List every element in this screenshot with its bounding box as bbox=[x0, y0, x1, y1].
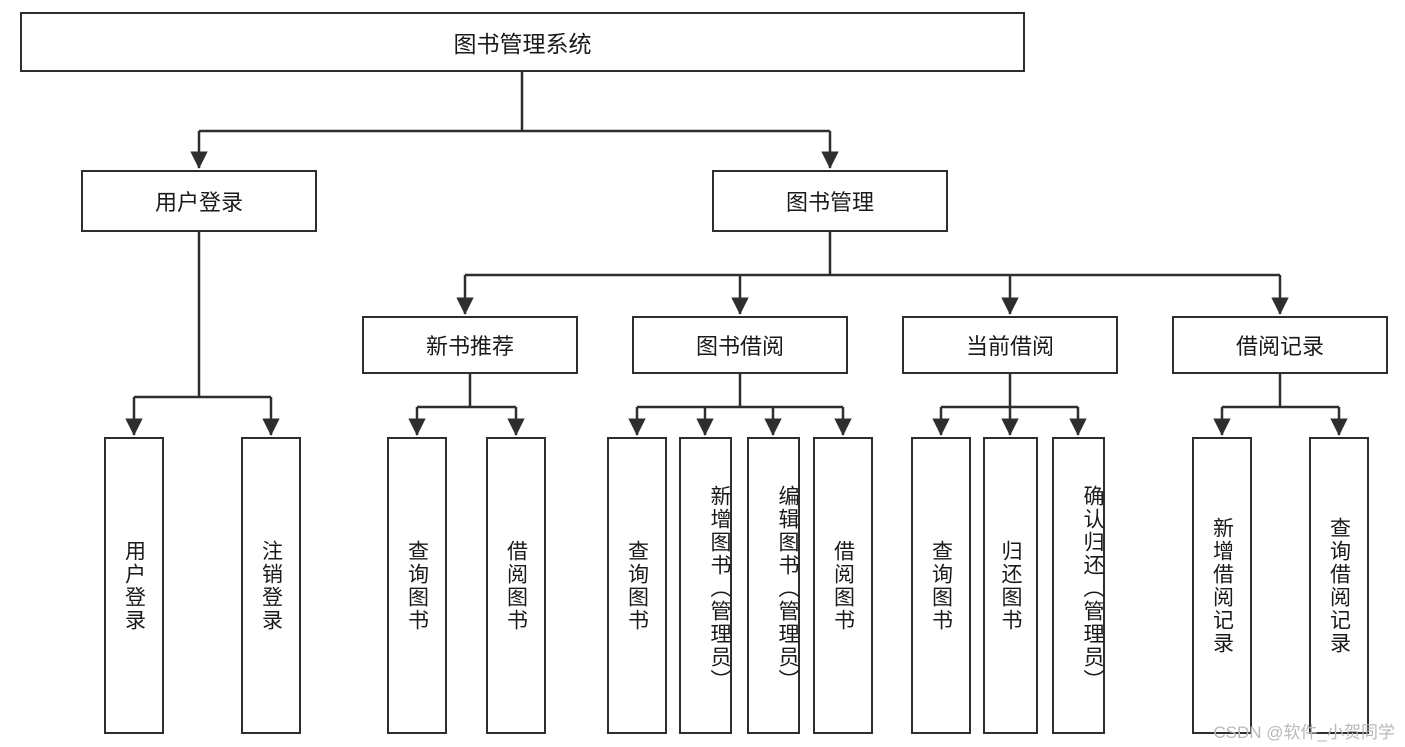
node-leaf-query-record[interactable]: 查询借阅记录 bbox=[1309, 437, 1369, 734]
node-leaf-user-login[interactable]: 用户登录 bbox=[104, 437, 164, 734]
node-root-label: 图书管理系统 bbox=[453, 31, 592, 57]
node-leaf-query-record-label: 查询借阅记录 bbox=[1327, 516, 1351, 655]
node-leaf-query-book-1[interactable]: 查询图书 bbox=[387, 437, 447, 734]
node-leaf-confirm-return-label: 确认归还（管理员） bbox=[1081, 485, 1104, 692]
node-current-borrow[interactable]: 当前借阅 bbox=[902, 316, 1118, 374]
node-borrow-record-label: 借阅记录 bbox=[1235, 334, 1324, 359]
node-leaf-edit-book[interactable]: 编辑图书（管理员） bbox=[747, 437, 800, 734]
node-user-login-label: 用户登录 bbox=[154, 190, 243, 215]
node-leaf-query-book-3-label: 查询图书 bbox=[929, 539, 953, 632]
node-leaf-add-book-label: 新增图书（管理员） bbox=[708, 485, 731, 692]
watermark: CSDN @软件_小贺同学 bbox=[1213, 723, 1395, 742]
node-leaf-add-book[interactable]: 新增图书（管理员） bbox=[679, 437, 732, 734]
node-leaf-return-book[interactable]: 归还图书 bbox=[983, 437, 1038, 734]
node-leaf-confirm-return[interactable]: 确认归还（管理员） bbox=[1052, 437, 1105, 734]
node-leaf-query-book-2[interactable]: 查询图书 bbox=[607, 437, 667, 734]
node-user-login[interactable]: 用户登录 bbox=[81, 170, 317, 232]
node-leaf-query-book-1-label: 查询图书 bbox=[405, 539, 429, 632]
node-new-book-recommend[interactable]: 新书推荐 bbox=[362, 316, 578, 374]
node-root[interactable]: 图书管理系统 bbox=[20, 12, 1025, 72]
node-leaf-borrow-book-1-label: 借阅图书 bbox=[504, 539, 528, 632]
node-current-borrow-label: 当前借阅 bbox=[965, 334, 1054, 359]
node-leaf-query-book-2-label: 查询图书 bbox=[625, 539, 649, 632]
node-leaf-add-record-label: 新增借阅记录 bbox=[1210, 516, 1234, 655]
node-leaf-return-book-label: 归还图书 bbox=[999, 539, 1022, 632]
node-new-book-recommend-label: 新书推荐 bbox=[425, 334, 514, 359]
node-leaf-add-record[interactable]: 新增借阅记录 bbox=[1192, 437, 1252, 734]
node-leaf-user-login-label: 用户登录 bbox=[122, 539, 146, 632]
node-leaf-borrow-book-2-label: 借阅图书 bbox=[831, 539, 855, 632]
node-leaf-query-book-3[interactable]: 查询图书 bbox=[911, 437, 971, 734]
node-book-manage[interactable]: 图书管理 bbox=[712, 170, 948, 232]
node-leaf-user-logout[interactable]: 注销登录 bbox=[241, 437, 301, 734]
node-leaf-borrow-book-1[interactable]: 借阅图书 bbox=[486, 437, 546, 734]
node-leaf-edit-book-label: 编辑图书（管理员） bbox=[776, 485, 799, 692]
node-book-borrow[interactable]: 图书借阅 bbox=[632, 316, 848, 374]
node-borrow-record[interactable]: 借阅记录 bbox=[1172, 316, 1388, 374]
node-leaf-borrow-book-2[interactable]: 借阅图书 bbox=[813, 437, 873, 734]
node-book-borrow-label: 图书借阅 bbox=[695, 334, 784, 359]
node-book-manage-label: 图书管理 bbox=[785, 190, 874, 215]
node-leaf-user-logout-label: 注销登录 bbox=[259, 539, 283, 632]
